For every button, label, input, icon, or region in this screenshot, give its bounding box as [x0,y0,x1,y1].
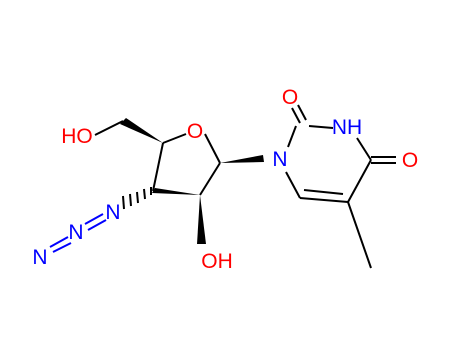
atom-o-carbonyl-right: O [402,149,418,172]
atom-oh-bottom: OH [201,250,233,273]
atom-n-azide-1: N [105,201,120,224]
bond-azide-n2-n3-b [49,236,69,248]
atom-o-carbonyl-top: O [282,86,298,109]
bond-n1-c2 [287,125,297,148]
bond-c2-o2-a [291,107,301,124]
bond-azide-n1-n2-a [87,219,107,231]
bond-c3-c4 [152,142,164,192]
hash-bond-c3-azide [122,187,152,210]
bond-c5-c6-double [303,189,344,195]
atom-ho-hydroxymethyl: HO [61,125,93,148]
bond-c4-c5 [347,159,372,203]
wedge-bond-c1-n1 [220,155,264,163]
bond-azide-n1-n2-b [84,213,104,225]
bond-c5-c6 [299,197,349,203]
atom-n-ring: N [272,148,287,171]
wedge-bond-c2-oh [197,195,206,244]
bond-c4-o4 [162,133,187,144]
atom-n-azide-3: N [32,246,47,269]
bond-c6-n1 [285,171,301,199]
bond-n3-c4 [356,137,372,161]
bond-o4-c1 [204,133,221,164]
wedge-bond-c4-c5 [120,118,163,143]
atom-nh: NH [332,116,362,139]
atom-n-azide-2: N [68,221,83,244]
bond-c2-o2-b [297,104,307,121]
wedge-bond-c2-c3 [152,188,200,195]
atom-o-sugar-ring: O [187,120,203,143]
bond-c1-c2 [199,162,221,196]
bond-c5-methyl [347,201,372,269]
bond-c2-n3 [308,125,334,129]
bond-azide-n2-n3-a [52,242,72,253]
bond-c5-o5 [94,120,124,136]
